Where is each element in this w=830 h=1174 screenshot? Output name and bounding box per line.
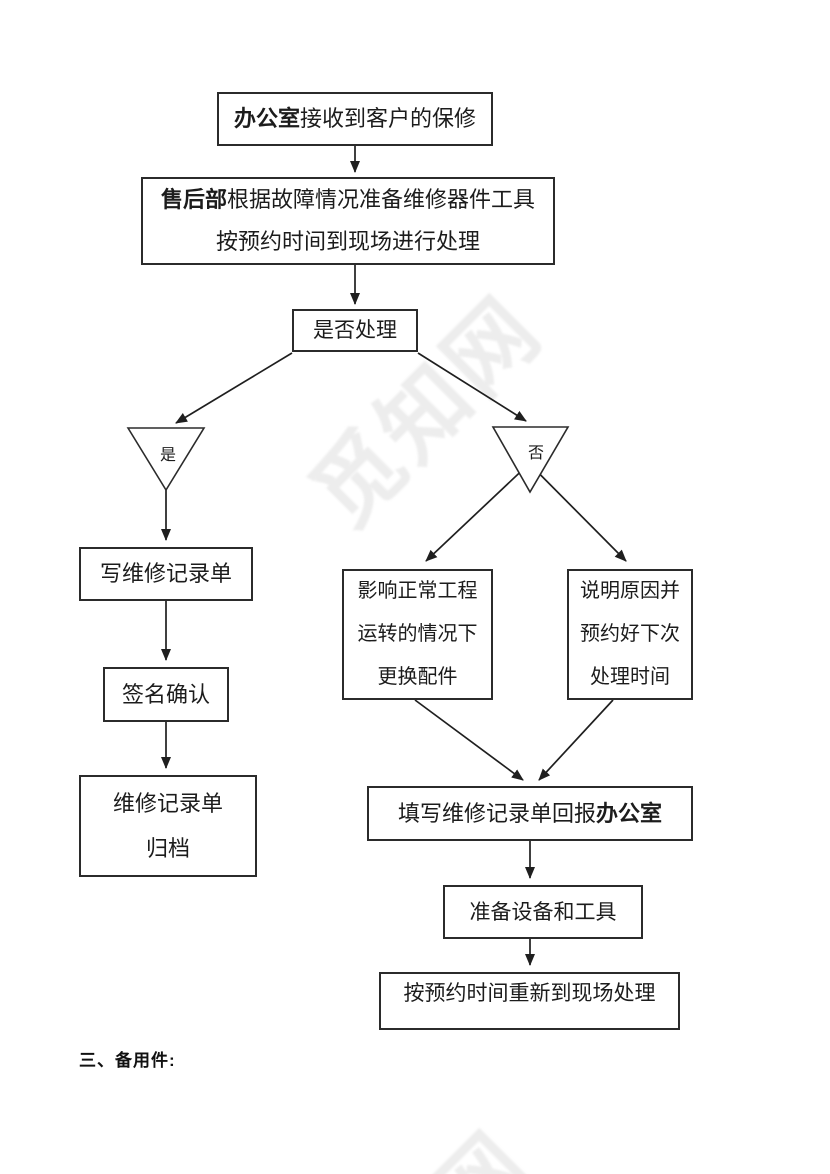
- revisit-text: 按预约时间重新到现场处理: [403, 981, 656, 1005]
- flow-box-write-record: 写维修记录单: [79, 547, 253, 601]
- flow-box-archive: 维修记录单 归档: [79, 775, 257, 877]
- arrow-decision-to-no: [417, 352, 527, 422]
- archive-line1: 维修记录单: [112, 791, 223, 816]
- arrow-explain-to-report: [538, 699, 614, 781]
- flow-box-prepare-equipment: 准备设备和工具: [443, 885, 643, 939]
- flow-box-explain-reschedule: 说明原因并 预约好下次 处理时间: [567, 569, 693, 700]
- arrow-decision-to-yes: [175, 352, 293, 424]
- decision-text: 是否处理: [313, 318, 397, 343]
- receive-rest: 接收到客户的保修: [300, 106, 477, 132]
- prepare-line2: 按预约时间到现场进行处理: [215, 229, 480, 254]
- flow-box-decision: 是否处理: [292, 309, 418, 352]
- prepare-equipment-text: 准备设备和工具: [469, 899, 617, 924]
- explain-line3: 处理时间: [590, 666, 670, 688]
- report-rest: 填写维修记录单回报: [397, 800, 596, 826]
- receive-text: 办公室接收到客户的保修: [234, 104, 476, 134]
- prepare-bold-dept: 售后部: [160, 187, 227, 212]
- report-text: 填写维修记录单回报办公室: [398, 799, 662, 829]
- receive-bold-dept: 办公室: [233, 106, 300, 132]
- section-heading-spare-parts: 三、备用件:: [79, 1051, 176, 1070]
- flow-box-sign-confirm: 签名确认: [103, 667, 229, 722]
- archive-line2: 归档: [145, 836, 190, 861]
- replace-line2: 运转的情况下: [357, 623, 478, 645]
- flow-box-revisit-site: 按预约时间重新到现场处理: [379, 972, 680, 1030]
- sign-confirm-text: 签名确认: [121, 681, 210, 707]
- report-bold-dept: 办公室: [596, 800, 663, 826]
- yes-branch-triangle: [126, 427, 206, 492]
- no-branch-label: 否: [527, 445, 544, 462]
- arrow-replace-to-report: [414, 699, 524, 781]
- replace-line1: 影响正常工程: [357, 580, 478, 602]
- flow-box-receive: 办公室接收到客户的保修: [217, 92, 493, 146]
- replace-line3: 更换配件: [377, 666, 458, 688]
- prepare-line1: 售后部根据故障情况准备维修器件工具: [161, 179, 535, 221]
- explain-line2: 预约好下次: [580, 623, 680, 645]
- flow-box-replace-parts: 影响正常工程 运转的情况下 更换配件: [342, 569, 493, 700]
- write-record-text: 写维修记录单: [99, 561, 232, 587]
- flow-box-report-office: 填写维修记录单回报办公室: [367, 786, 693, 841]
- explain-line1: 说明原因并: [580, 580, 680, 602]
- prepare-line1-rest: 根据故障情况准备维修器件工具: [227, 187, 536, 212]
- flow-box-prepare: 售后部根据故障情况准备维修器件工具 按预约时间到现场进行处理: [141, 177, 555, 265]
- no-branch-triangle: [491, 426, 570, 494]
- yes-branch-label: 是: [159, 447, 176, 464]
